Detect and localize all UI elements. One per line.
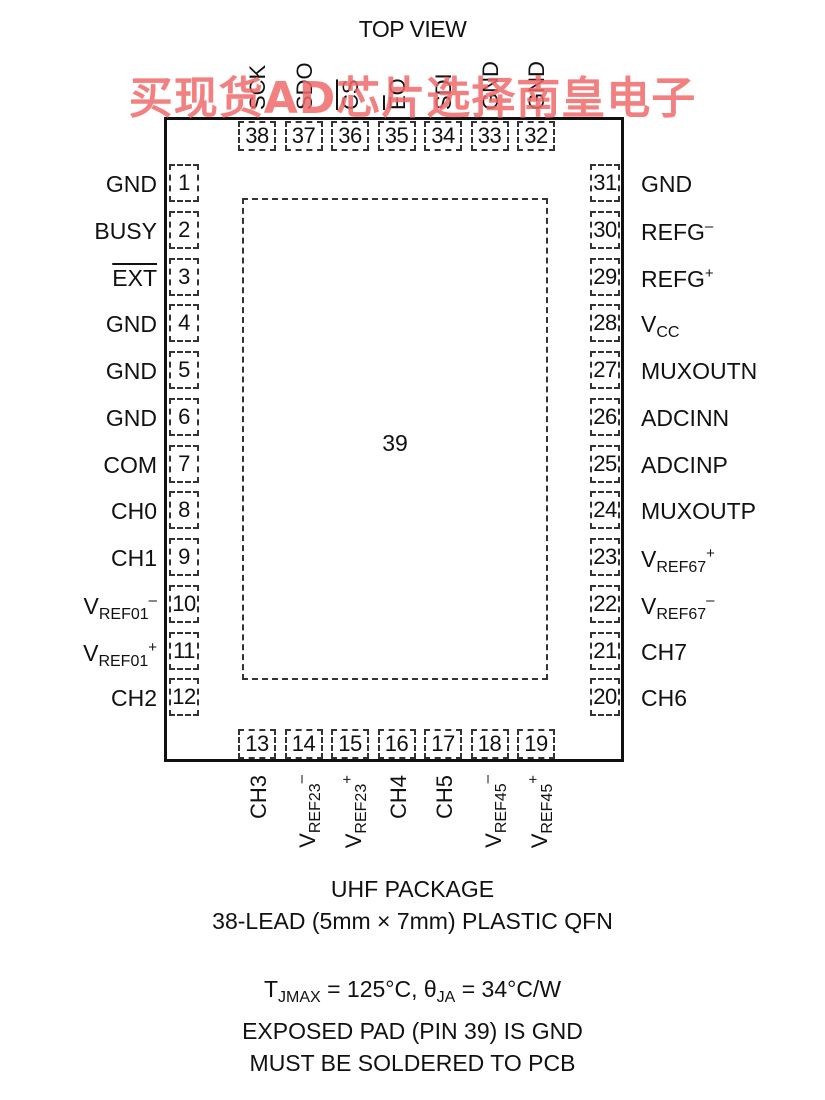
pin-label-7: COM <box>103 451 157 478</box>
pin-label-5: GND <box>105 358 157 384</box>
pin-label-24: MUXOUTP <box>641 498 756 525</box>
pin-12: 12 <box>169 678 199 717</box>
pin-25: 25 <box>590 444 620 483</box>
pin-label-12: CH2 <box>110 685 157 712</box>
pin-9: 9 <box>169 538 199 576</box>
pin-label-6: GND <box>105 404 157 431</box>
pin-label-16: CH4 <box>385 775 411 820</box>
pin-26: 26 <box>590 397 620 436</box>
pin-6: 6 <box>169 397 199 436</box>
pin-37: 37 <box>284 121 323 151</box>
pin-11: 11 <box>169 631 199 670</box>
note-solder: MUST BE SOLDERED TO PCB <box>249 1050 576 1076</box>
note-exposed-pad: EXPOSED PAD (PIN 39) IS GND <box>242 1018 583 1044</box>
pin-label-28: VCC <box>641 311 680 342</box>
pin-18: 18 <box>470 729 509 759</box>
pin-2: 2 <box>169 210 199 249</box>
pin-7: 7 <box>169 444 199 483</box>
pin-28: 28 <box>590 304 620 343</box>
pin-16: 16 <box>377 729 416 759</box>
pin-14: 14 <box>284 729 323 759</box>
pin-label-20: CH6 <box>641 685 688 712</box>
pin-label-21: CH7 <box>641 638 688 665</box>
exposed-pad <box>242 198 548 680</box>
pin-label-13: CH3 <box>246 775 271 820</box>
package-description: 38-LEAD (5mm × 7mm) PLASTIC QFN <box>212 908 613 934</box>
pin-29: 29 <box>590 257 620 296</box>
pin-label-3: EXT <box>112 264 157 291</box>
pin-38: 38 <box>238 121 276 151</box>
watermark: 买现货AD芯片选择南皇电子 <box>128 73 697 124</box>
pin-33: 33 <box>470 121 509 151</box>
pin-label-8: CH0 <box>110 498 157 525</box>
pin-21: 21 <box>590 631 620 670</box>
package-outline <box>164 117 624 762</box>
pin-label-11: VREF01+ <box>83 638 157 670</box>
pin-label-19: VREF45+ <box>525 775 556 849</box>
pin-label-30: REFG– <box>641 217 714 245</box>
pin-label-2: BUSY <box>94 217 157 244</box>
pin-label-17: CH5 <box>432 775 457 820</box>
pin-label-4: GND <box>105 311 157 338</box>
pin-13: 13 <box>238 729 276 759</box>
pin-35: 35 <box>377 121 416 151</box>
pin-label-15: VREF23+ <box>339 775 370 849</box>
pin-label-1: GND <box>105 171 157 197</box>
pin-label-10: VREF01– <box>83 591 157 623</box>
exposed-pad-number: 39 <box>382 430 408 456</box>
pin-3: 3 <box>169 257 199 296</box>
pin-label-31: GND <box>641 171 693 197</box>
pin-label-27: MUXOUTN <box>641 358 758 384</box>
pin-36: 36 <box>331 121 369 151</box>
package-name: UHF PACKAGE <box>330 876 495 902</box>
pin-1: 1 <box>169 164 199 202</box>
pin-34: 34 <box>424 121 462 151</box>
pin-27: 27 <box>590 351 620 389</box>
pin-label-29: REFG+ <box>641 264 714 292</box>
pin-30: 30 <box>590 210 620 249</box>
pin-label-14: VREF23– <box>292 775 324 848</box>
pin-label-26: ADCINN <box>641 404 730 431</box>
pin-label-23: VREF67+ <box>641 545 715 576</box>
pin-15: 15 <box>331 729 369 759</box>
pin-24: 24 <box>590 491 620 530</box>
pin-5: 5 <box>169 351 199 389</box>
pin-10: 10 <box>169 584 199 623</box>
pin-31: 31 <box>590 164 620 202</box>
pin-label-9: CH1 <box>110 545 157 571</box>
pin-8: 8 <box>169 491 199 530</box>
pin-label-18: VREF45– <box>478 775 510 848</box>
pin-22: 22 <box>590 584 620 623</box>
thermal-spec: TJMAX = 125°C, θJA = 34°C/W <box>263 976 562 1006</box>
pin-label-22: VREF67– <box>641 591 715 623</box>
view-label: TOP VIEW <box>358 16 467 42</box>
pin-19: 19 <box>517 729 555 759</box>
pin-20: 20 <box>590 678 620 717</box>
pin-label-25: ADCINP <box>641 451 728 478</box>
pin-4: 4 <box>169 304 199 343</box>
pin-32: 32 <box>517 121 555 151</box>
pin-23: 23 <box>590 538 620 576</box>
pin-17: 17 <box>424 729 462 759</box>
